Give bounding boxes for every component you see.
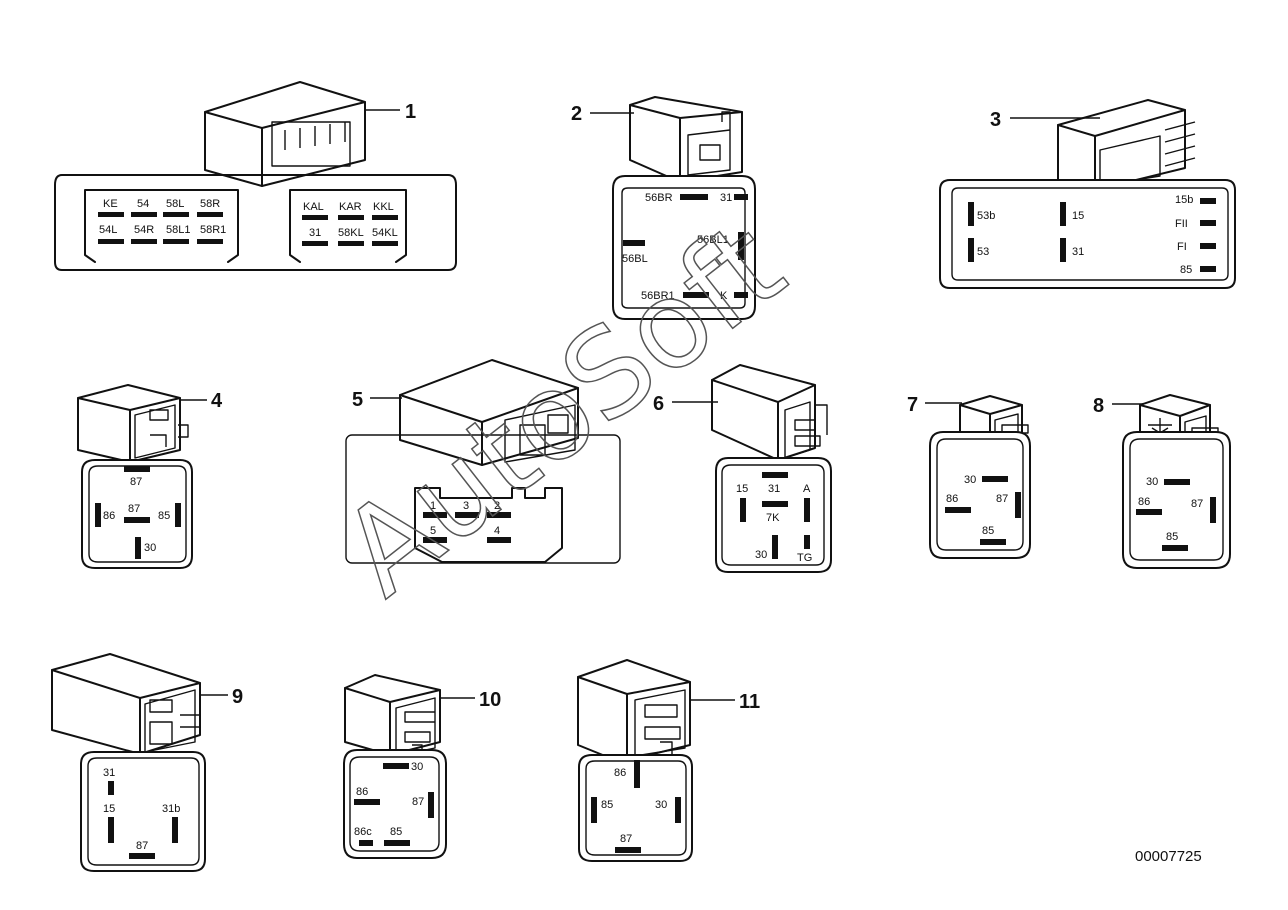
label-53b: 53b — [977, 210, 995, 222]
label-54: 54 — [137, 198, 149, 210]
relay-4: 4 87 86 87 85 30 — [77, 384, 223, 569]
label-86: 86 — [1138, 496, 1150, 508]
label-56BL1: 56BL1 — [697, 234, 729, 246]
pin-label-1: 1 — [430, 500, 436, 512]
pin-label-3: 3 — [463, 500, 469, 512]
label-FII: FII — [1175, 218, 1188, 230]
callout-11: 11 — [739, 691, 760, 713]
callout-7: 7 — [907, 394, 918, 416]
relay-6: 6 15 31 A 7K 30 TG — [653, 364, 832, 573]
label-58R1: 58R1 — [200, 224, 226, 236]
label-87: 87 — [1191, 498, 1203, 510]
label-86: 86 — [356, 786, 368, 798]
pin-label-2: 2 — [494, 500, 500, 512]
callout-9: 9 — [232, 686, 243, 708]
label-30: 30 — [1146, 476, 1158, 488]
label-30: 30 — [411, 761, 423, 773]
label-30: 30 — [655, 799, 667, 811]
label-58L: 58L — [166, 198, 184, 210]
label-85: 85 — [1180, 264, 1192, 276]
label-85: 85 — [390, 826, 402, 838]
callout-1: 1 — [405, 101, 416, 123]
label-31b: 31b — [162, 803, 180, 815]
relay-10: 10 30 86 87 86c 85 — [343, 674, 501, 859]
label-54KL: 54KL — [372, 227, 398, 239]
label-54L: 54L — [99, 224, 117, 236]
callout-6: 6 — [653, 393, 664, 415]
label-87: 87 — [620, 833, 632, 845]
callout-3: 3 — [990, 109, 1001, 131]
label-KKL: KKL — [373, 201, 394, 213]
label-15: 15 — [103, 803, 115, 815]
pin-label-4: 4 — [494, 525, 500, 537]
relay-1: 1 KE 54 58L 58R 54L 54R 58L1 58R1 KAL KA… — [54, 81, 457, 271]
label-87: 87 — [996, 493, 1008, 505]
label-31: 31 — [309, 227, 321, 239]
callout-10: 10 — [479, 689, 501, 711]
label-86: 86 — [614, 767, 626, 779]
relay-5: 5 1 3 2 5 4 — [345, 359, 621, 564]
label-FI: FI — [1177, 241, 1187, 253]
label-30: 30 — [964, 474, 976, 486]
label-86c: 86c — [354, 826, 372, 838]
callout-8: 8 — [1093, 395, 1104, 417]
label-31: 31 — [1072, 246, 1084, 258]
label-87-top: 87 — [130, 476, 142, 488]
label-58KL: 58KL — [338, 227, 364, 239]
callout-4: 4 — [211, 390, 223, 412]
relay-2: 2 56BR 31 56BL1 56BL 56BR1 K — [571, 96, 756, 320]
relay-9: 9 31 15 31b 87 — [51, 653, 243, 872]
label-54R: 54R — [134, 224, 154, 236]
label-15b: 15b — [1175, 194, 1193, 206]
pin-label-5: 5 — [430, 525, 436, 537]
label-KE: KE — [103, 198, 118, 210]
label-87: 87 — [412, 796, 424, 808]
label-85: 85 — [982, 525, 994, 537]
label-15: 15 — [736, 483, 748, 495]
callout-5: 5 — [352, 389, 363, 411]
label-85: 85 — [158, 510, 170, 522]
label-85: 85 — [1166, 531, 1178, 543]
label-30: 30 — [144, 542, 156, 554]
label-A: A — [803, 483, 811, 495]
label-KAR: KAR — [339, 201, 362, 213]
relay-7: 7 30 86 87 85 — [907, 394, 1031, 559]
label-58R: 58R — [200, 198, 220, 210]
label-56BR: 56BR — [645, 192, 673, 204]
label-KAL: KAL — [303, 201, 324, 213]
label-31: 31 — [768, 483, 780, 495]
label-7K: 7K — [766, 512, 780, 524]
document-number: 00007725 — [1135, 848, 1202, 865]
relay-11: 11 86 85 30 87 — [577, 659, 760, 862]
label-31: 31 — [103, 767, 115, 779]
label-15: 15 — [1072, 210, 1084, 222]
label-31: 31 — [720, 192, 732, 204]
label-87: 87 — [136, 840, 148, 852]
label-53: 53 — [977, 246, 989, 258]
label-56BR1: 56BR1 — [641, 290, 675, 302]
label-58L1: 58L1 — [166, 224, 190, 236]
label-K: K — [720, 290, 728, 302]
relay-8: 8 30 86 87 85 — [1093, 394, 1231, 569]
label-TG: TG — [797, 552, 812, 564]
relay-3: 3 53b 15 15b FII 53 31 FI 85 — [939, 99, 1236, 289]
label-86: 86 — [946, 493, 958, 505]
label-87: 87 — [128, 503, 140, 515]
label-86: 86 — [103, 510, 115, 522]
label-30: 30 — [755, 549, 767, 561]
label-85: 85 — [601, 799, 613, 811]
callout-2: 2 — [571, 103, 582, 125]
label-56BL: 56BL — [622, 253, 648, 265]
